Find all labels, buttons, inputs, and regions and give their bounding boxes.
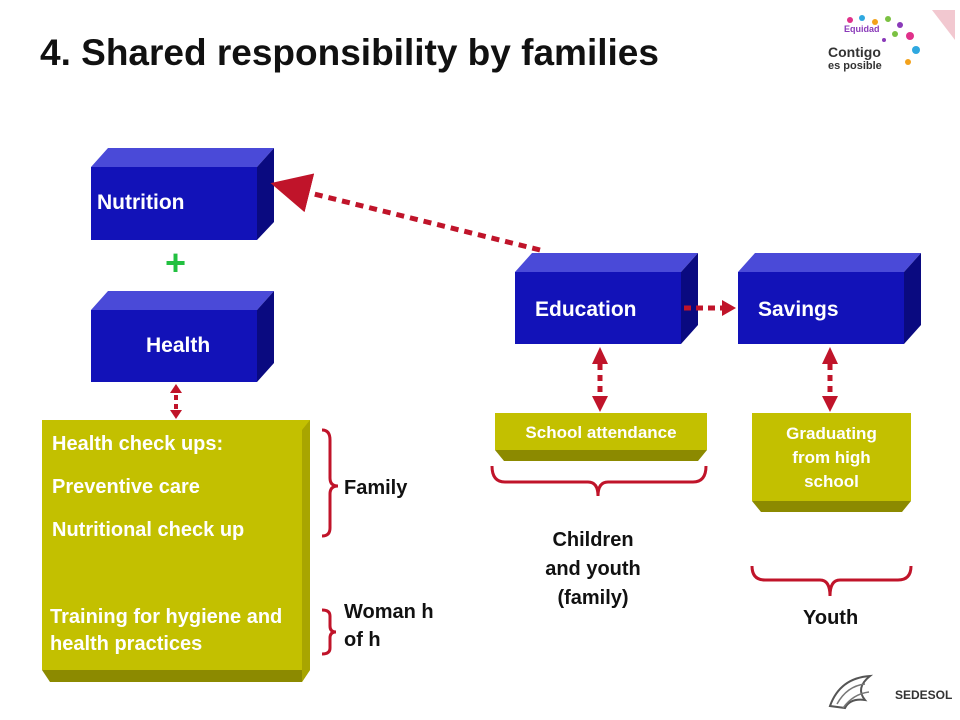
logo-line3: es posible [828, 60, 882, 72]
family-brace [321, 428, 339, 538]
education-to-nutrition-arrow [270, 173, 541, 253]
health-arrowhead-down [170, 410, 182, 419]
contigo-logo: Equidad Contigo es posible [820, 10, 955, 78]
family-label: Family [344, 477, 408, 499]
school-arrowhead-up [592, 347, 608, 364]
school-attendance-label: School attendance [525, 423, 677, 442]
woman-brace [321, 608, 337, 656]
education-box [515, 253, 698, 344]
savings-box [738, 253, 921, 344]
graduating-label: Graduating from high school [786, 424, 877, 491]
graduating-arrowhead-down [822, 396, 838, 412]
children-brace [490, 465, 708, 497]
nutrition-box [91, 148, 274, 240]
logo-line1: Equidad [844, 24, 880, 34]
sedesol-seal-icon [828, 674, 874, 710]
graduating-box [752, 413, 911, 512]
graduating-arrowhead-up [822, 347, 838, 364]
health-list-box [42, 420, 310, 682]
school-arrowhead-down [592, 396, 608, 412]
savings-arrowhead [722, 300, 736, 316]
health-list-item-2: Preventive care [52, 476, 200, 498]
health-list-item-4: Training for hygiene and health practice… [50, 606, 283, 655]
page-title: 4. Shared responsibility by families [40, 32, 659, 73]
plus-sign: + [165, 242, 187, 283]
youth-label: Youth [803, 607, 859, 629]
woman-label: Woman h of h [344, 601, 434, 651]
health-box [91, 291, 274, 382]
health-arrowhead-up [170, 384, 182, 393]
savings-label: Savings [758, 298, 839, 321]
logo-graphic [847, 10, 955, 65]
health-list-item-3: Nutritional check up [52, 519, 245, 541]
sedesol-text: SEDESOL [895, 688, 953, 702]
health-label: Health [146, 334, 211, 357]
logo-line2: Contigo [828, 44, 881, 60]
school-attendance-box [495, 413, 707, 461]
health-list-item-1: Health check ups: [52, 433, 224, 455]
nutrition-label: Nutrition [97, 191, 185, 214]
youth-brace [750, 565, 913, 597]
children-youth-label: Children and youth (family) [545, 529, 641, 609]
education-label: Education [535, 298, 637, 321]
